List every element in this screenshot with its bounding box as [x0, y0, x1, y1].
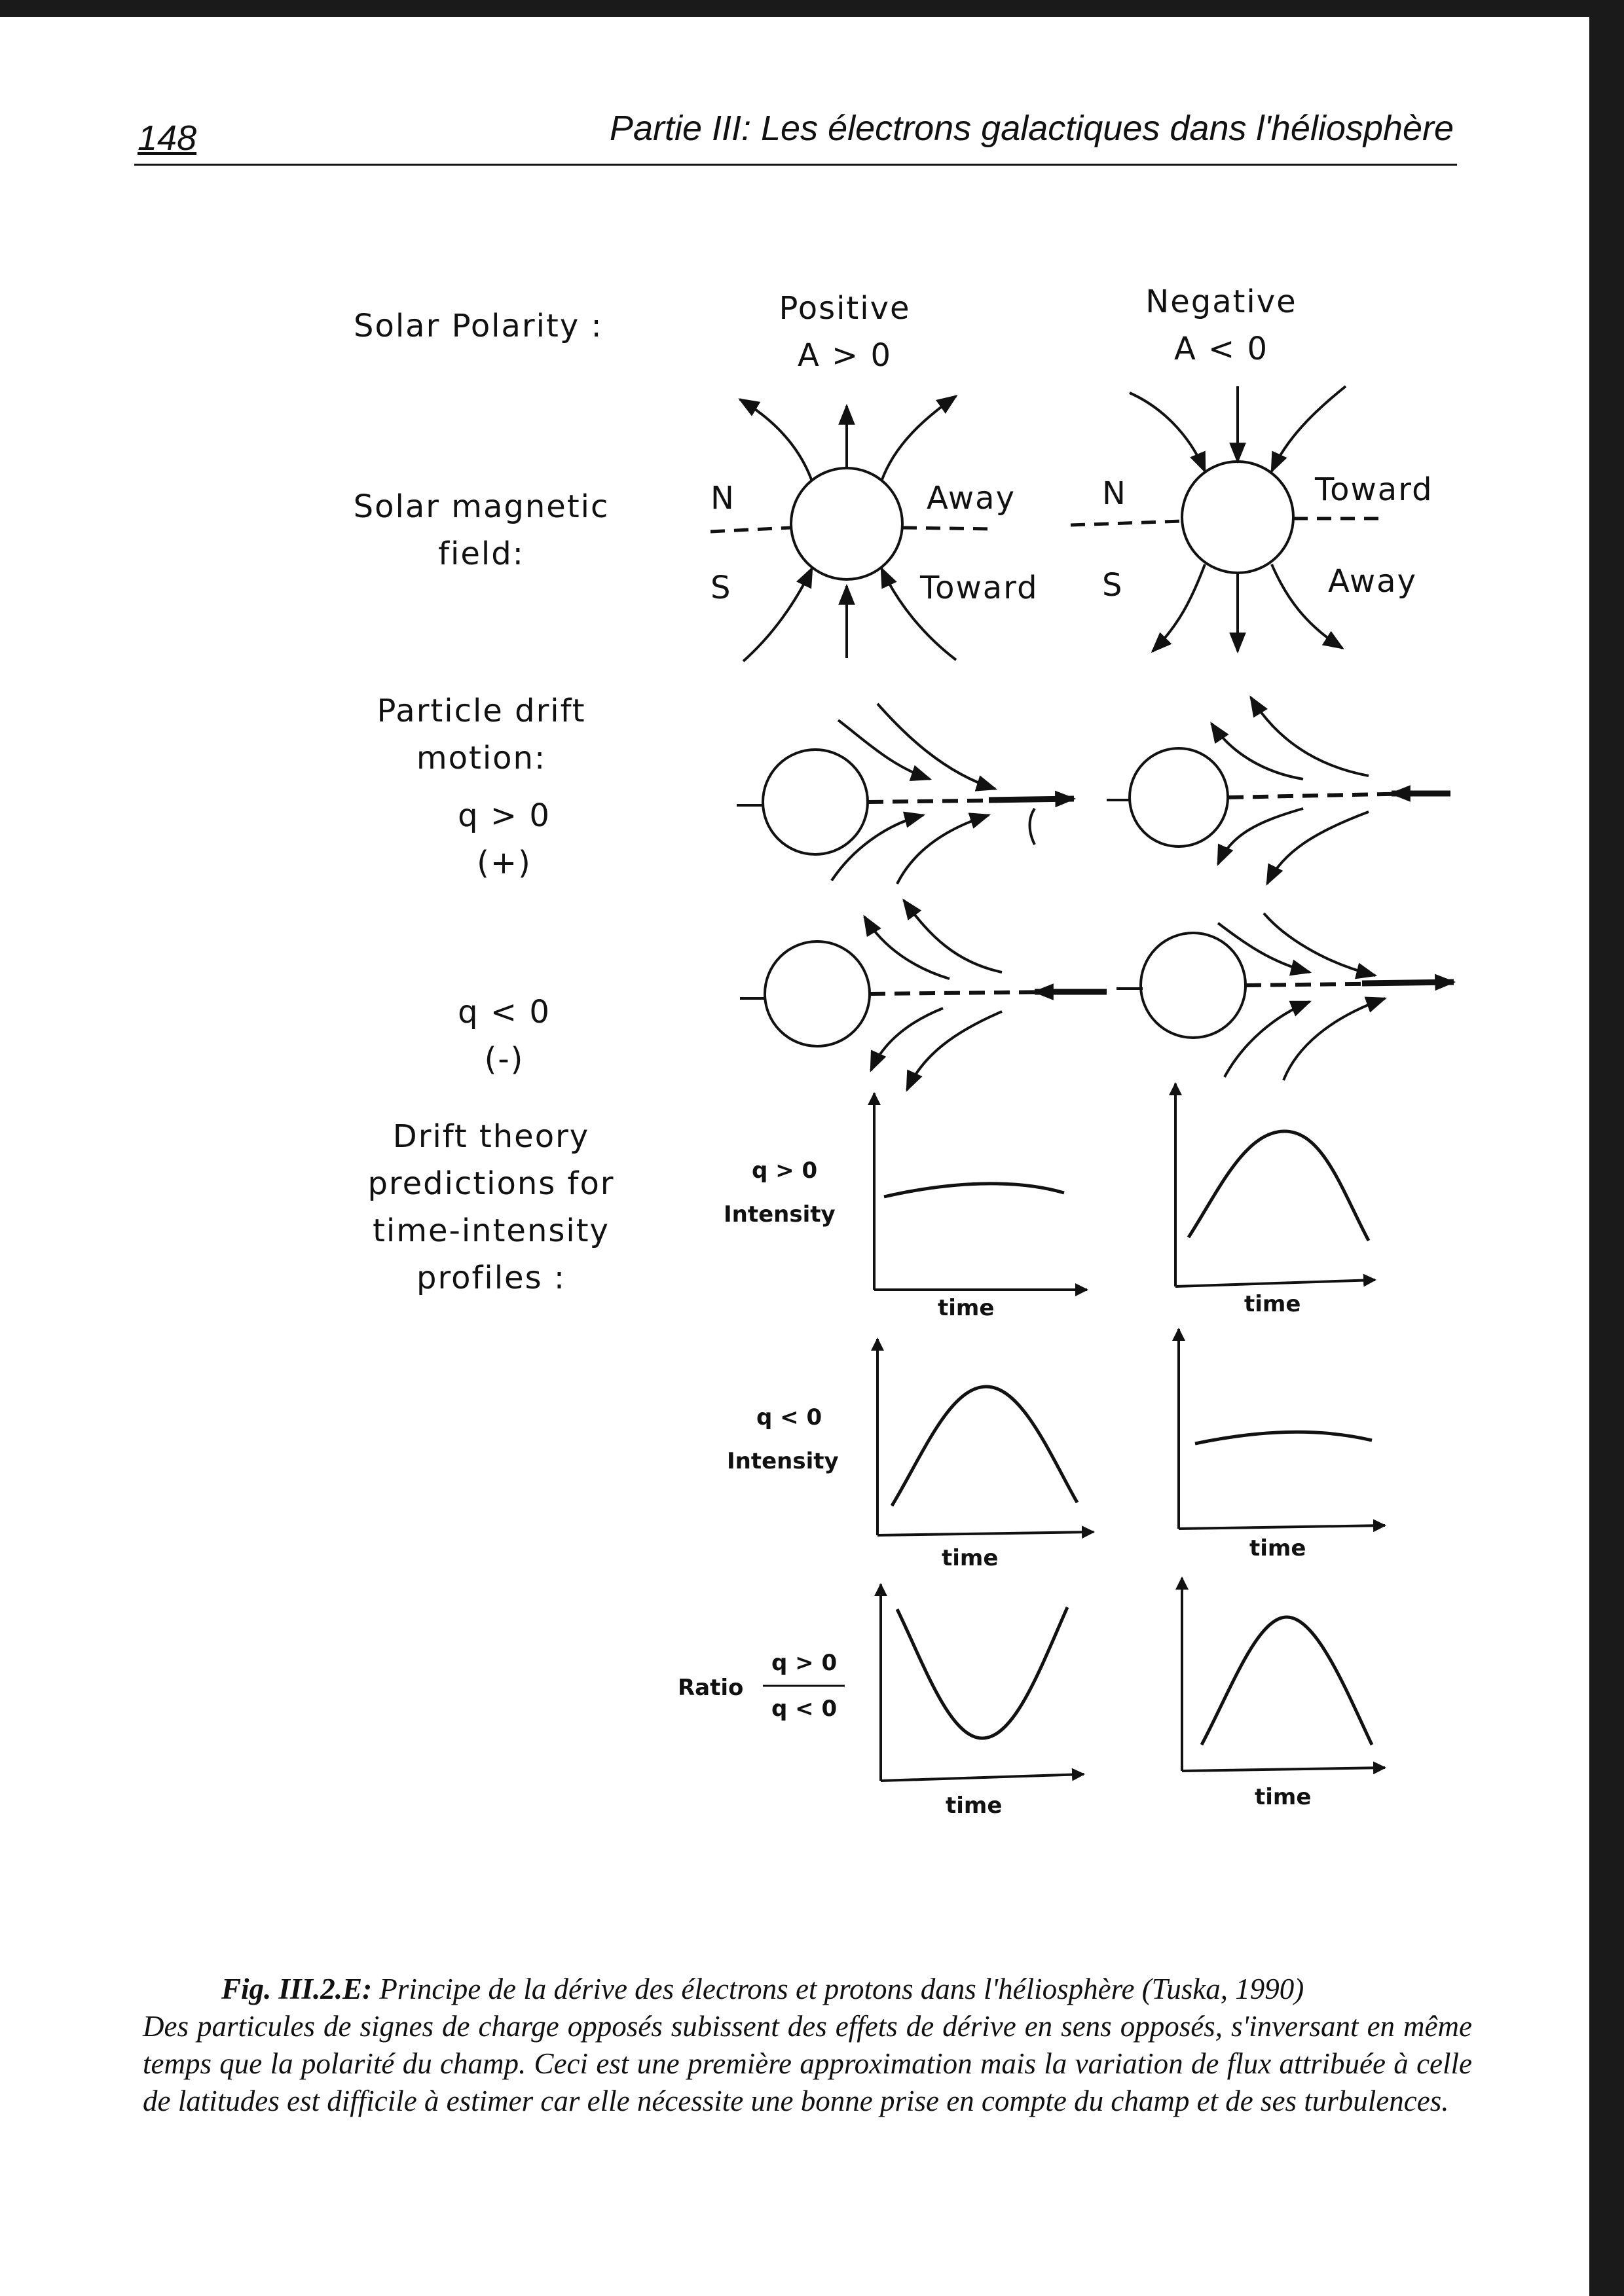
positive-field-diagram [710, 395, 996, 663]
negative-column-title: Negative A < 0 [1145, 283, 1297, 367]
magnetic-field-label: Solar magnetic field: [353, 488, 610, 572]
plot-row2-intensity: Intensity [727, 1448, 839, 1474]
time-label-p1: time [938, 1295, 995, 1321]
profile-p-qpos-flat [883, 1182, 1065, 1199]
drift-motion-label: Particle drift motion: [377, 693, 586, 776]
current-sheet-positive [710, 526, 792, 534]
time-label-p2: time [942, 1545, 999, 1571]
north-label-negative: N [1102, 475, 1127, 512]
time-label-n1: time [1244, 1291, 1301, 1317]
drift-negative-qpos [1107, 695, 1450, 886]
south-label-positive: S [710, 570, 732, 606]
sun-positive-field [790, 467, 904, 581]
q-positive-label: q > 0 (+) [458, 797, 551, 881]
time-label-n2: time [1249, 1535, 1306, 1561]
sun-drift-p-qneg [764, 940, 871, 1048]
toward-label-negative: Toward [1315, 471, 1433, 508]
toward-label-positive: Toward [920, 570, 1039, 606]
south-label-negative: S [1102, 567, 1124, 604]
positive-column-title: Positive A > 0 [779, 290, 911, 374]
running-title: Partie III: Les électrons galactiques da… [609, 109, 1454, 148]
profile-p-ratio-valley [895, 1606, 1069, 1740]
sun-negative-field [1181, 460, 1295, 574]
sun-drift-p-qpos [762, 748, 869, 856]
away-label-positive: Away [927, 480, 1016, 517]
scan-border-right [1589, 0, 1624, 2296]
time-label-n3: time [1255, 1784, 1312, 1810]
q-negative-label: q < 0 (-) [458, 994, 551, 1078]
plot-row2-q: q < 0 [756, 1404, 822, 1430]
plot-row1-intensity: Intensity [724, 1201, 836, 1228]
drift-positive-qneg [740, 898, 1107, 1092]
scan-border-top [0, 0, 1624, 17]
page-number: 148 [138, 118, 197, 158]
away-label-negative: Away [1328, 563, 1417, 600]
plot-row3-numerator: q > 0 [771, 1650, 838, 1676]
caption-body: Des particules de signes de charge oppos… [143, 2010, 1472, 2117]
solar-polarity-label: Solar Polarity : [354, 308, 603, 344]
profile-p-qneg-peak [890, 1385, 1079, 1507]
plot-row1-q: q > 0 [752, 1157, 818, 1184]
figure-caption: Fig. III.2.E: Principe de la dérive des … [143, 1971, 1472, 2120]
plot-row3-denominator: q < 0 [771, 1696, 838, 1722]
profile-n-ratio-peak [1200, 1615, 1374, 1746]
profile-n-qneg-flat [1194, 1430, 1373, 1446]
sun-drift-n-qneg [1139, 932, 1247, 1039]
predictions-label: Drift theory predictions for time-intens… [367, 1118, 615, 1296]
north-label-positive: N [710, 480, 735, 517]
time-label-p3: time [946, 1793, 1003, 1819]
drift-positive-qpos [737, 702, 1077, 884]
profile-n-qpos-peak [1187, 1129, 1371, 1242]
sun-drift-n-qpos [1128, 747, 1229, 848]
negative-field-diagram [1070, 385, 1385, 654]
page-header: 148 Partie III: Les électrons galactique… [134, 105, 1457, 166]
plot-row3-ratio: Ratio [678, 1675, 744, 1701]
drift-negative-qneg [1116, 912, 1456, 1081]
profile-axes [868, 1082, 1386, 1782]
caption-first-line: Fig. III.2.E: Principe de la dérive des … [221, 1973, 1304, 2005]
current-sheet-negative [1070, 519, 1183, 527]
caption-figure-id: Fig. III.2.E: [221, 1973, 373, 2005]
